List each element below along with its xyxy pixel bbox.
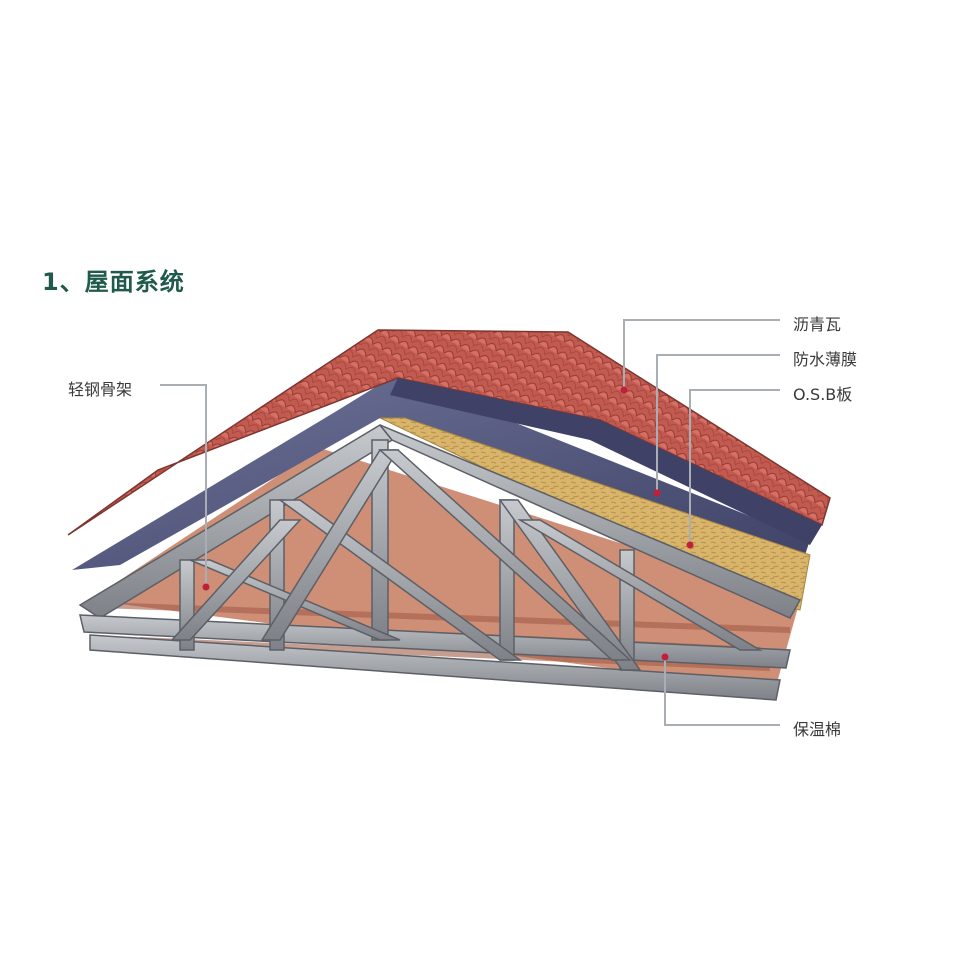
label-insulation-cotton: 保温棉 xyxy=(793,720,842,739)
waterproof-membrane-layer xyxy=(72,375,810,570)
label-light-steel-frame: 轻钢骨架 xyxy=(68,380,133,399)
leader-membrane xyxy=(656,354,780,493)
light-steel-frame xyxy=(78,424,802,701)
dot-steel-frame xyxy=(202,583,210,591)
callout-dots xyxy=(202,386,694,661)
leader-asphalt-tile xyxy=(623,319,780,390)
leader-steel-frame xyxy=(160,384,207,587)
label-waterproof-membrane: 防水薄膜 xyxy=(793,350,858,369)
dot-osb xyxy=(686,541,694,549)
membrane-right-panel xyxy=(390,378,822,545)
label-asphalt-tile: 沥青瓦 xyxy=(793,315,842,334)
leader-osb xyxy=(689,389,780,545)
label-osb-board: O.S.B板 xyxy=(793,385,853,404)
section-title: 1、屋面系统 xyxy=(42,268,185,296)
leader-lines xyxy=(160,319,780,726)
dot-insulation xyxy=(661,653,669,661)
dot-asphalt-tile xyxy=(620,386,628,394)
leader-insulation xyxy=(664,657,780,726)
dot-membrane xyxy=(653,489,661,497)
